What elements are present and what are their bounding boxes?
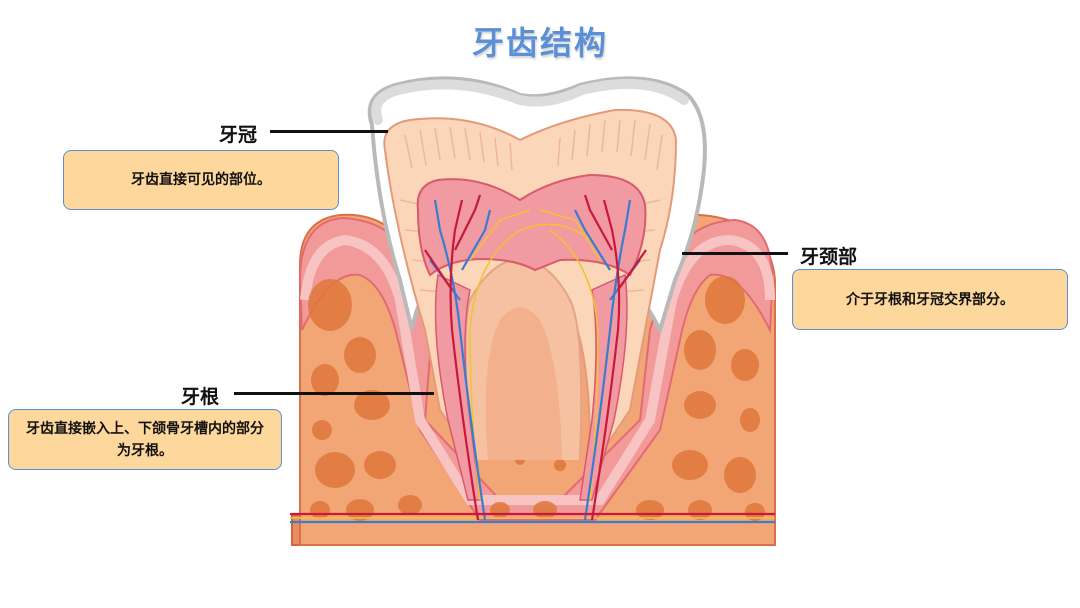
neck-description: 介于牙根和牙冠交界部分。 [846, 291, 1014, 308]
tooth-illustration [290, 76, 776, 546]
neck-label: 牙颈部 [800, 246, 858, 268]
diagram-title: 牙齿结构 [471, 24, 608, 62]
root-label: 牙根 [181, 386, 220, 408]
neck-leader-line [682, 252, 788, 255]
root-leader-line [234, 392, 434, 395]
crown-leader-line [270, 130, 388, 133]
crown-description-box: 牙齿直接可见的部位。 [63, 150, 339, 210]
root-description: 牙齿直接嵌入上、下颌骨牙槽内的部分为牙根。 [26, 420, 264, 459]
crown-label: 牙冠 [219, 124, 258, 146]
crown-description: 牙齿直接可见的部位。 [131, 172, 271, 188]
neck-description-box: 介于牙根和牙冠交界部分。 [792, 269, 1068, 330]
root-description-box: 牙齿直接嵌入上、下颌骨牙槽内的部分为牙根。 [8, 409, 282, 470]
